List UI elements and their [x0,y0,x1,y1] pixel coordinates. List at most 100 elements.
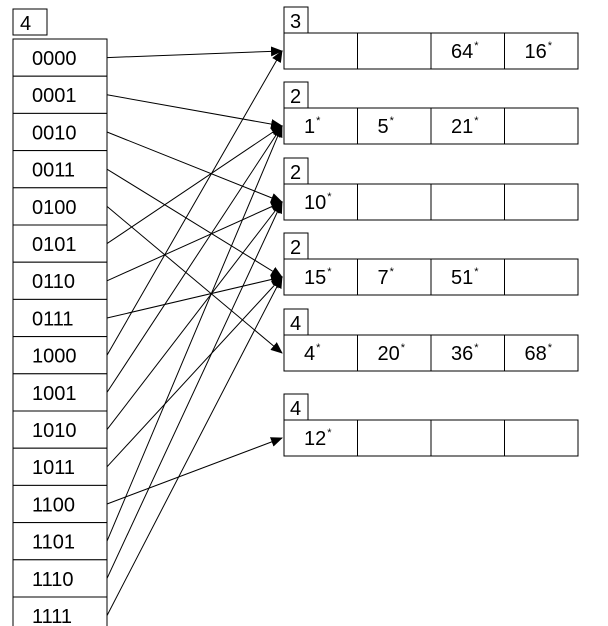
entry-marker: * [316,342,321,354]
pointer-arrow [106,50,283,356]
bucket-local-depth: 2 [290,237,301,259]
directory-entry: 0101 [12,224,108,263]
bucket-slot: 68* [504,334,579,372]
pointer-arrow [106,125,283,542]
bucket-slot: 4* [283,334,358,372]
bucket: 210* [283,157,579,221]
bucket-slot [283,32,358,70]
bucket: 44*20*36*68* [283,308,579,372]
bucket-local-depth: 4 [290,398,301,420]
bucket-entry: 5 [378,116,389,138]
bucket-entry: 16 [525,41,547,63]
directory-entry-label: 1110 [32,569,74,591]
directory-entry: 0000 [12,38,108,77]
directory-entry: 1101 [12,522,108,561]
bucket: 364*16* [283,6,579,70]
directory-entry-label: 1010 [32,420,77,442]
directory-entry: 0110 [12,261,108,300]
bucket-slot [430,419,505,457]
entry-marker: * [548,40,553,52]
entry-marker: * [474,115,479,127]
pointer-arrow [106,274,283,319]
bucket-slot [430,183,505,221]
directory: 4 0000 0001 0010 0011 0100 0101 0110 0111 1000 10… [12,8,108,626]
bucket-slot [504,183,579,221]
directory-entry-label: 1100 [32,494,75,516]
entry-marker: * [327,191,332,203]
bucket-slot: 10* [283,183,358,221]
bucket-slot: 12* [283,419,358,457]
bucket-slot: 64* [430,32,505,70]
buckets: 364*16*21*5*21*210*215*7*51*44*20*36*68*… [283,6,579,457]
bucket-slot: 51* [430,258,505,296]
bucket-slot [504,258,579,296]
bucket-slot [357,183,432,221]
pointer-arrow [106,94,283,129]
pointer-arrow [106,46,283,59]
bucket-slot: 21* [430,107,505,145]
directory-entry-label: 1101 [32,532,75,554]
directory-entry: 0111 [12,298,108,338]
bucket-entry: 10 [304,192,326,214]
global-depth-box: 4 [12,8,48,36]
bucket-entry: 51 [451,267,473,289]
pointer-arrow [106,125,283,245]
pointer-arrow [106,201,283,579]
entry-marker: * [548,342,553,354]
directory-entry: 0011 [12,150,108,189]
bucket-slot: 36* [430,334,505,372]
bucket-entry: 36 [451,343,473,365]
global-depth-value: 4 [20,13,31,35]
bucket-local-depth: 3 [290,11,301,33]
directory-entry: 1010 [12,410,108,449]
entry-marker: * [401,342,406,354]
directory-entry: 1111 [12,596,108,626]
bucket-slot: 16* [504,32,579,70]
directory-entry-label: 1011 [32,457,75,479]
directory-entry: 0010 [12,112,108,152]
pointer-arrow [106,206,283,354]
directory-entry-label: 0010 [32,122,77,144]
directory-entry-label: 1000 [32,346,77,368]
bucket: 412* [283,393,579,457]
directory-entry: 1110 [12,559,108,598]
entry-marker: * [316,115,321,127]
bucket-slot [357,32,432,70]
entry-marker: * [474,342,479,354]
directory-entry: 1000 [12,336,108,375]
bucket-entry: 7 [378,267,389,289]
pointer-arrow [106,437,283,505]
bucket-slot: 20* [357,334,432,372]
directory-entry-label: 0111 [32,308,74,330]
directory-entry: 0100 [12,187,108,226]
directory-entry: 1011 [12,447,108,486]
directory-entry-label: 0000 [32,48,77,70]
entry-marker: * [474,40,479,52]
bucket-local-depth: 4 [290,313,301,335]
bucket-entry: 64 [451,41,473,63]
directory-entry: 1001 [12,373,108,412]
directory-entry-label: 1001 [32,383,77,405]
directory-entry-label: 1111 [32,606,72,626]
bucket-slot [504,107,579,145]
directory-entry-label: 0101 [32,234,77,256]
directory-entry-label: 0001 [32,85,77,107]
bucket-slot [504,419,579,457]
pointer-arrow [106,125,283,393]
directory-entry: 0001 [12,75,108,114]
bucket-entry: 15 [304,267,326,289]
directory-entries: 0000 0001 0010 0011 0100 0101 0110 0111 1000 1001… [12,38,108,626]
bucket: 215* 7 *51* [283,232,579,296]
bucket-slot: 5* [357,107,432,145]
directory-entry-label: 0110 [32,271,75,293]
entry-marker: * [474,266,479,278]
directory-entry-label: 0011 [32,160,75,182]
pointer-arrow [106,201,283,430]
bucket-entry: 21 [451,116,473,138]
bucket-local-depth: 2 [290,86,301,108]
bucket-slot [357,419,432,457]
pointer-arrow [106,276,283,468]
bucket-local-depth: 2 [290,162,301,184]
bucket-slot: 15* [283,258,358,296]
